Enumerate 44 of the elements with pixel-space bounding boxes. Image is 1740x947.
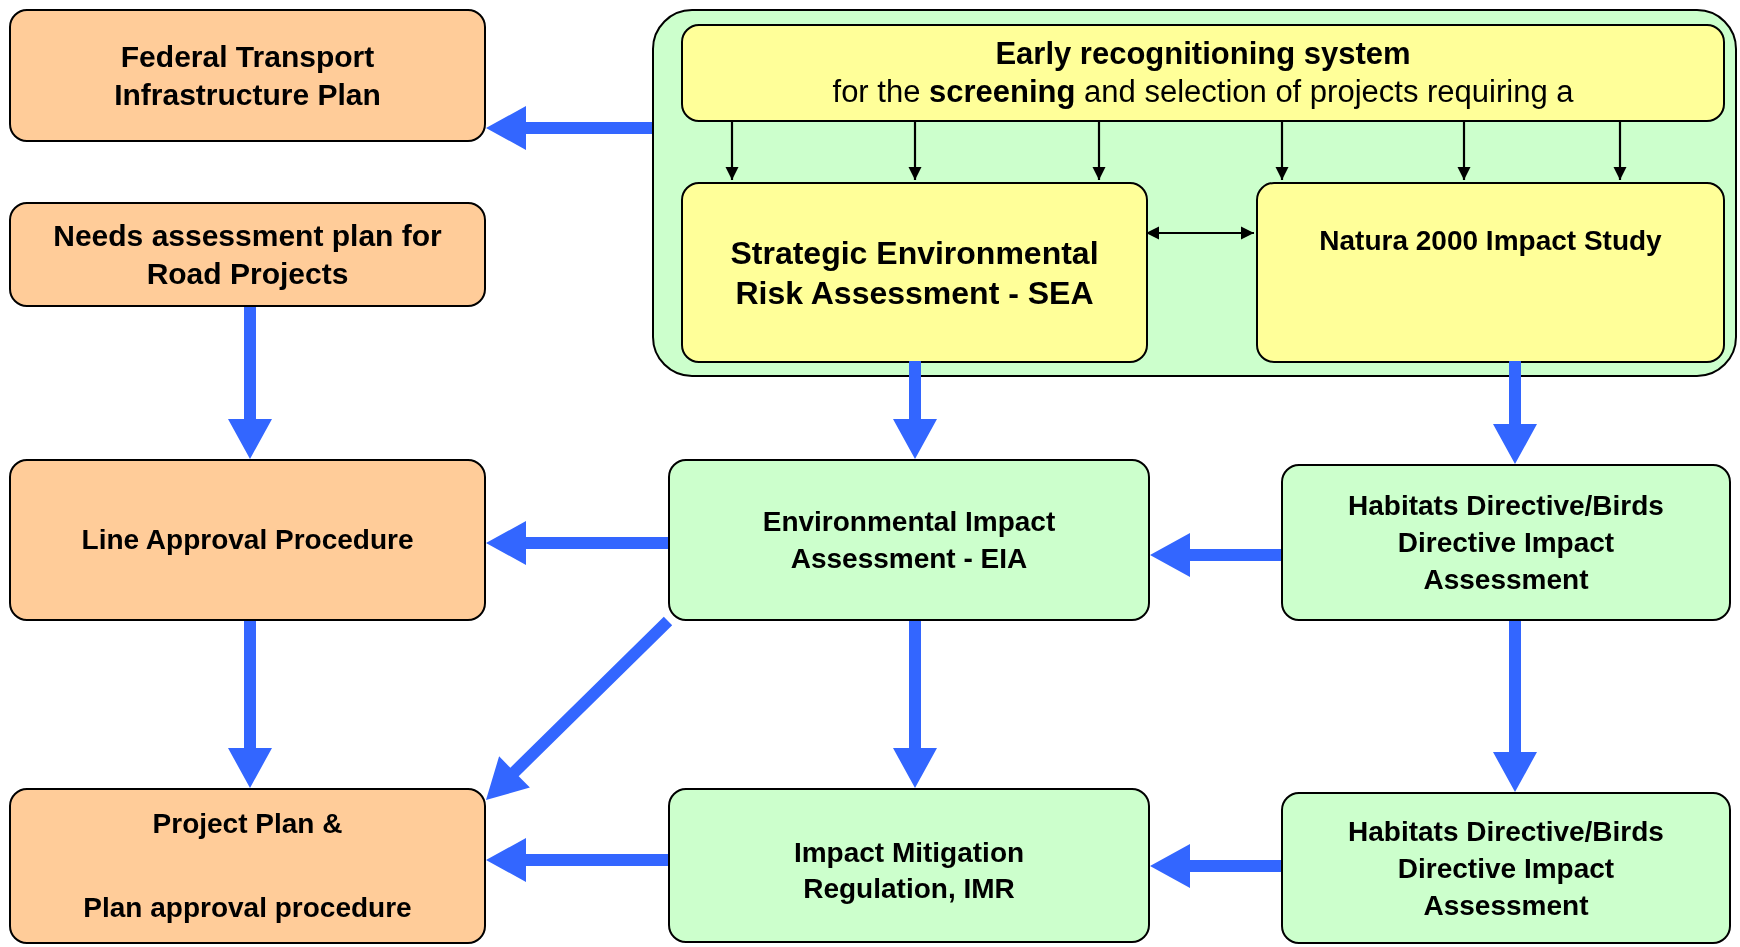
arrow: [486, 521, 668, 565]
arrow: [1613, 120, 1627, 180]
arrow: [486, 616, 673, 800]
box-title: Strategic Environmental Risk Assessment - SEA: [729, 233, 1100, 313]
box-title: Natura 2000 Impact Study: [1319, 224, 1662, 258]
arrow: [893, 621, 937, 788]
box-title: Federal Transport Infrastructure Plan: [113, 38, 382, 113]
group-container: [652, 9, 1737, 377]
box-title: Needs assessment plan for Road Projects: [52, 217, 443, 292]
procedure-box: [9, 788, 486, 944]
box-title: Impact Mitigation Regulation, IMR: [792, 835, 1026, 906]
arrow: [228, 621, 272, 788]
system-box: [681, 24, 1725, 122]
arrow: [1150, 533, 1281, 577]
plan-box: [9, 9, 486, 142]
arrow: [725, 120, 739, 180]
arrow: [1275, 120, 1289, 180]
procedure-box: [9, 459, 486, 621]
box-title: Habitats Directive/Birds Directive Impact Assessment: [1347, 489, 1665, 597]
arrow: [1150, 844, 1281, 888]
box-title: Early recognitioning system: [995, 35, 1411, 73]
assessment-box: [681, 182, 1148, 363]
arrow: [1146, 226, 1254, 240]
box-text: Plan approval procedure: [83, 891, 412, 925]
arrow: [228, 307, 272, 459]
box-title: Habitats Directive/Birds Directive Impact Assessment: [1347, 814, 1665, 923]
arrow: [908, 120, 922, 180]
arrow: [893, 361, 937, 459]
arrow: [486, 106, 652, 150]
arrow: [1493, 621, 1537, 792]
box-title: Line Approval Procedure: [81, 523, 414, 557]
arrow: [486, 838, 668, 882]
arrow: [1493, 361, 1537, 464]
assessment-box: [1281, 792, 1731, 944]
study-box: [1256, 182, 1725, 363]
box-title: Environmental Impact Assessment - EIA: [761, 505, 1057, 576]
assessment-box: [668, 459, 1150, 621]
arrow: [1092, 120, 1106, 180]
assessment-box: [1281, 464, 1731, 621]
regulation-box: [668, 788, 1150, 943]
arrow: [1457, 120, 1471, 180]
plan-box: [9, 202, 486, 307]
box-text: for the screening and selection of projects requiring a: [832, 73, 1574, 111]
box-title: Project Plan &: [152, 807, 343, 841]
